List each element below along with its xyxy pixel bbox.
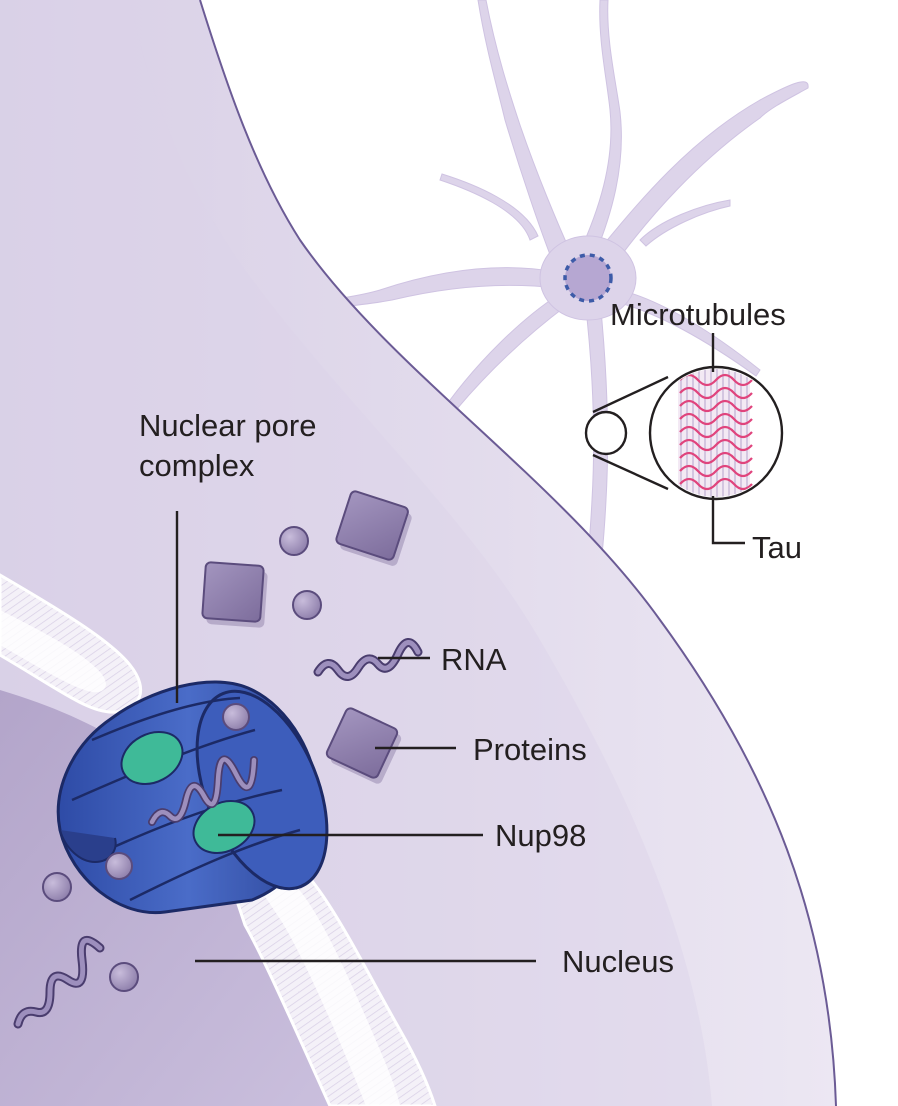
microtubule-magnifier-icon bbox=[584, 365, 784, 501]
label-tau: Tau bbox=[752, 530, 802, 565]
protein-cube-icon bbox=[335, 490, 412, 566]
label-nuclear-pore-line2: complex bbox=[139, 448, 255, 483]
nup98-blob-icon bbox=[120, 731, 256, 854]
neuron-icon bbox=[329, 0, 809, 601]
protein-cube-icon bbox=[325, 707, 402, 784]
label-nucleus: Nucleus bbox=[562, 944, 674, 979]
label-rna: RNA bbox=[441, 642, 507, 677]
nuclear-envelope-upper bbox=[0, 573, 143, 714]
protein-ball-icon bbox=[42, 526, 322, 992]
label-proteins: Proteins bbox=[473, 732, 587, 767]
cell-membrane bbox=[199, 0, 837, 1106]
label-nuclear-pore-line1: Nuclear pore bbox=[139, 408, 316, 443]
label-nup98: Nup98 bbox=[495, 818, 586, 853]
protein-ball-icon bbox=[105, 703, 250, 880]
label-microtubules: Microtubules bbox=[610, 297, 786, 332]
leader-lines bbox=[175, 333, 745, 963]
neuron-nucleus-icon bbox=[563, 253, 613, 303]
protein-cube-icon bbox=[201, 561, 268, 628]
